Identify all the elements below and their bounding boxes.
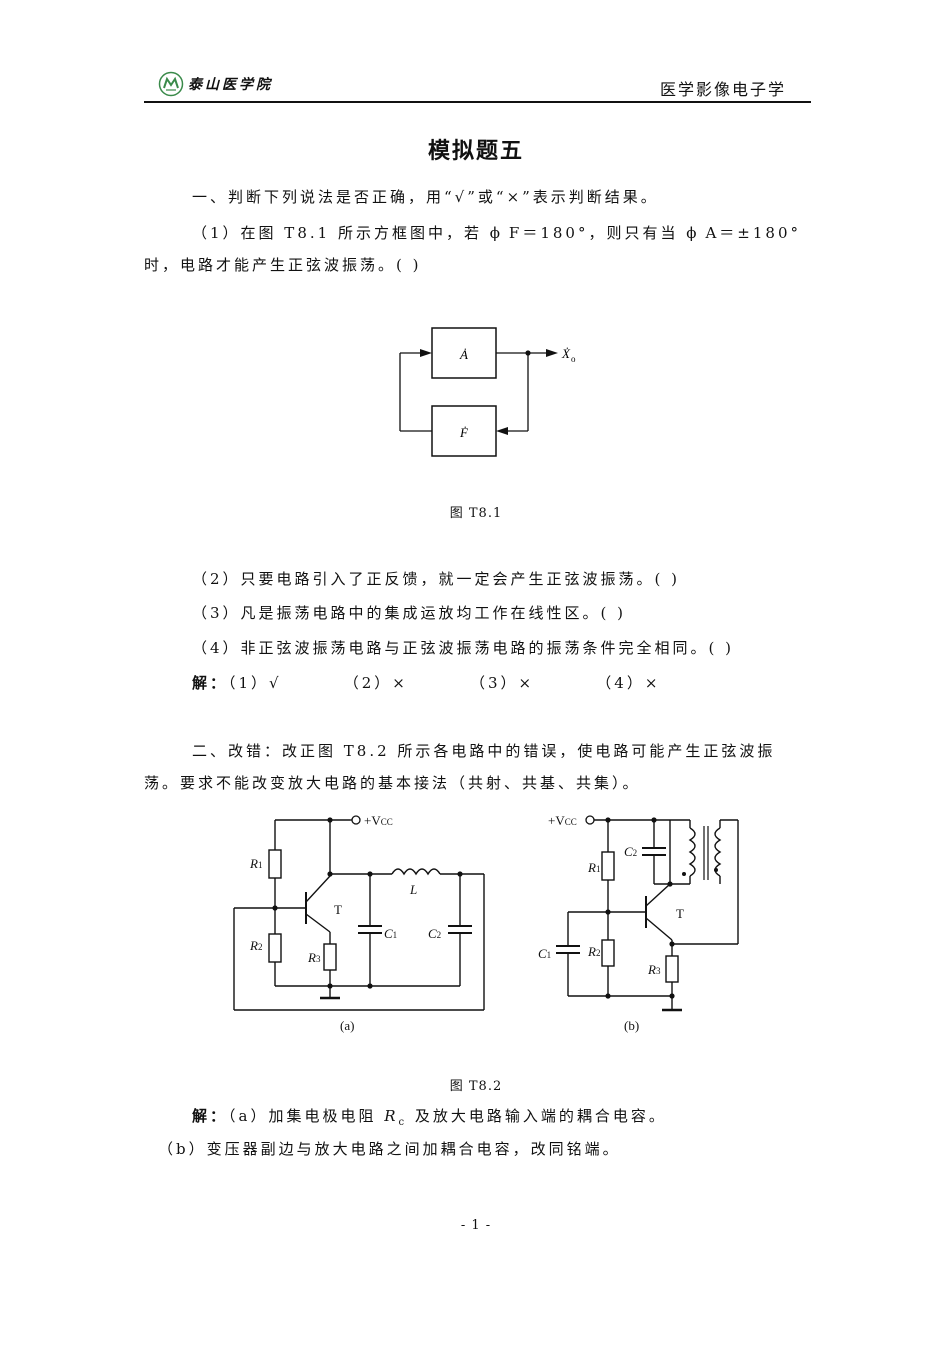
svg-text:(a): (a) <box>340 1018 354 1033</box>
answer-2b: （b）变压器副边与放大电路之间加耦合电容，改同铭端。 <box>158 1140 621 1158</box>
svg-text:C2: C2 <box>624 844 637 859</box>
figure-t8-2-caption: 图 T8.2 <box>449 1079 503 1094</box>
resistor-r1-a <box>268 849 282 879</box>
svg-text:T: T <box>334 902 342 917</box>
school-name: 泰山医学院 <box>188 77 273 93</box>
section2-heading-line1: 二、改错：改正图 T8.2 所示各电路中的错误，使电路可能产生正弦波振 <box>192 742 776 760</box>
answer-2-label: 解： <box>192 1107 229 1125</box>
resistor-r3-a <box>323 943 337 971</box>
svg-text:L: L <box>409 882 417 897</box>
header-school: 泰山医学院 <box>158 68 273 100</box>
svg-text:+VCC: +VCC <box>364 813 393 828</box>
feedback-arrow <box>496 427 508 435</box>
section1-heading: 一、判断下列说法是否正确，用“√”或“×”表示判断结果。 <box>192 188 659 206</box>
question-3: （3）凡是振荡电路中的集成运放均工作在线性区。( ) <box>192 604 627 622</box>
transformer-secondary <box>714 827 722 877</box>
figure-t8-2-circuits: +VCC R1 R2 R3 T L C1 C2 (a) +VCC R1 R2 R… <box>233 813 739 1033</box>
vcc-terminal-a <box>351 815 361 825</box>
circuit-b <box>556 819 739 1012</box>
inductor-l-a <box>391 868 441 876</box>
answer-1-text: （1）√ （2）× （3）× （4）× <box>228 674 661 692</box>
svg-text:C1: C1 <box>538 946 551 961</box>
output-arrow <box>546 349 558 357</box>
svg-text:R1: R1 <box>249 856 262 871</box>
page-number: - 1 - <box>460 1218 492 1233</box>
label-a: Ȧ <box>459 347 468 362</box>
figure-t8-1-caption: 图 T8.1 <box>449 506 503 521</box>
answer-1: 解：（1）√ （2）× （3）× （4）× <box>192 672 660 693</box>
resistor-r2-b <box>601 939 615 967</box>
question-2: （2）只要电路引入了正反馈，就一定会产生正弦波振荡。( ) <box>192 570 681 588</box>
svg-text:C2: C2 <box>428 926 441 941</box>
section2-heading-line2: 荡。要求不能改变放大电路的基本接法（共射、共基、共集）。 <box>144 774 641 792</box>
svg-text:R3: R3 <box>647 962 661 977</box>
svg-text:R2: R2 <box>587 944 600 959</box>
vcc-terminal-b <box>585 815 595 825</box>
question-1-line1: （1）在图 T8.1 所示方框图中，若 ϕ F＝180°，则只有当 ϕ A＝±1… <box>192 224 801 242</box>
label-f: Ḟ <box>459 425 469 440</box>
svg-text:+VCC: +VCC <box>548 813 577 828</box>
resistor-r2-a <box>268 933 282 963</box>
svg-text:T: T <box>676 906 684 921</box>
resistor-r3-b <box>665 955 679 983</box>
svg-text:R3: R3 <box>307 950 321 965</box>
svg-text:(b): (b) <box>624 1018 639 1033</box>
answer-1-label: 解： <box>192 674 229 692</box>
svg-text:C1: C1 <box>384 926 397 941</box>
figure-t8-1-block-diagram: Ȧ Ḟ Ẋ o <box>399 327 576 457</box>
label-xo: Ẋ <box>561 346 571 361</box>
school-logo <box>158 71 184 97</box>
circuit-a <box>233 819 485 1011</box>
input-arrow <box>420 349 432 357</box>
header-divider <box>144 101 811 103</box>
answer-2a: 解：（a）加集电极电阻 Rc 及放大电路输入端的耦合电容。 <box>192 1107 667 1128</box>
resistor-r1-b <box>601 851 615 881</box>
course-name: 医学影像电子学 <box>659 80 786 99</box>
page-title: 模拟题五 <box>427 139 524 164</box>
svg-text:R1: R1 <box>587 860 600 875</box>
question-4: （4）非正弦波振荡电路与正弦波振荡电路的振荡条件完全相同。( ) <box>192 639 735 657</box>
transformer-primary <box>688 827 696 877</box>
svg-text:R2: R2 <box>249 938 262 953</box>
label-xo-sub: o <box>571 354 576 364</box>
question-1-line2: 时，电路才能产生正弦波振荡。( ) <box>144 256 422 274</box>
